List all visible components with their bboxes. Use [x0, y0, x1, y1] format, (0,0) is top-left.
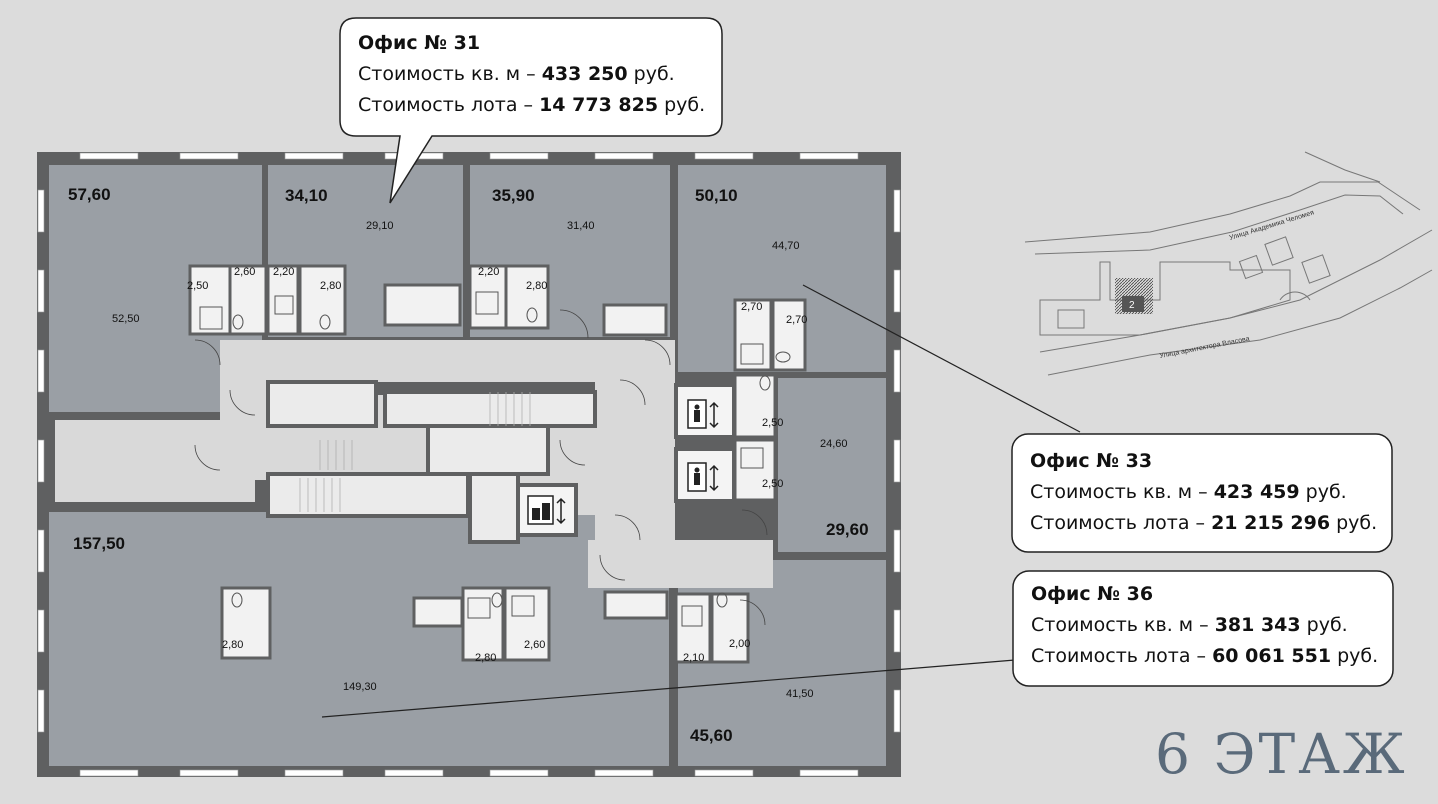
wc-area-label: 2,20 — [478, 266, 499, 278]
office-31-info: Офис № 31 Стоимость кв. м – 433 250 руб.… — [358, 28, 705, 121]
office-rooms — [49, 165, 886, 766]
building-number: 2 — [1129, 300, 1135, 311]
wc-area-label: 2,50 — [762, 417, 783, 429]
wc-area-label: 2,70 — [741, 301, 762, 313]
office-area-label: 50,10 — [695, 186, 738, 205]
office-157-50 — [49, 512, 669, 766]
wc-area-label: 2,60 — [234, 266, 255, 278]
street-label: Улица Академика Челомея — [1229, 209, 1316, 242]
leader-lines — [321, 284, 1081, 718]
callout-bubble-36 — [1012, 570, 1394, 687]
room-area-label: 29,10 — [366, 220, 394, 232]
wc-area-label: 2,80 — [475, 652, 496, 664]
room-area-label: 44,70 — [772, 240, 800, 252]
office-area-label: 35,90 — [492, 186, 535, 205]
room-area-label: 149,30 — [343, 681, 377, 693]
wc-area-label: 2,50 — [762, 478, 783, 490]
stair-core — [266, 380, 597, 544]
wc-area-label: 2,60 — [524, 639, 545, 651]
office-title: Офис № 36 — [1031, 583, 1154, 605]
lot-price: Стоимость лота – 14 773 825 руб. — [358, 94, 706, 116]
windows — [37, 152, 901, 777]
doors — [194, 309, 768, 626]
wc-area-label: 2,80 — [320, 280, 341, 292]
lot-price: Стоимость лота – 21 215 296 руб. — [1030, 512, 1378, 534]
office-title: Офис № 31 — [358, 32, 481, 54]
room-area-label: 24,60 — [820, 438, 848, 450]
wc-area-label: 2,70 — [786, 314, 807, 326]
wc-area-label: 2,80 — [526, 280, 547, 292]
wc-area-label: 2,80 — [222, 639, 243, 651]
wc-area-label: 2,20 — [273, 266, 294, 278]
room-area-label: 31,40 — [567, 220, 595, 232]
office-29-60 — [778, 378, 886, 552]
target-building: 2 — [1115, 278, 1153, 314]
office-33-info: Офис № 33 Стоимость кв. м – 423 459 руб.… — [1030, 446, 1377, 539]
office-area-label: 57,60 — [68, 185, 111, 204]
office-area-label: 157,50 — [73, 534, 125, 553]
floor-title: 6 ЭТАЖ — [1155, 722, 1408, 786]
wc-area-label: 2,10 — [683, 652, 704, 664]
price-per-sqm: Стоимость кв. м – 423 459 руб. — [1030, 481, 1347, 503]
room-area-label: 52,50 — [112, 313, 140, 325]
location-map — [1024, 151, 1433, 376]
wc-area-label: 2,00 — [729, 638, 750, 650]
wc-blocks — [188, 264, 807, 664]
price-per-sqm: Стоимость кв. м – 381 343 руб. — [1031, 614, 1348, 636]
stair-steps — [299, 392, 531, 512]
lot-price: Стоимость лота – 60 061 551 руб. — [1031, 645, 1379, 667]
callout-bubble-33 — [1011, 433, 1393, 553]
passenger-elevator-icon — [687, 462, 719, 492]
office-36-info: Офис № 36 Стоимость кв. м – 381 343 руб.… — [1031, 579, 1378, 672]
street-label: Улица архитектора Власова — [1159, 336, 1250, 360]
price-per-sqm: Стоимость кв. м – 433 250 руб. — [358, 63, 675, 85]
sanitary-fixtures — [199, 291, 791, 627]
wc-area-label: 2,50 — [187, 280, 208, 292]
freight-elevator-icon — [527, 495, 566, 525]
office-area-label: 29,60 — [826, 520, 869, 539]
office-title: Офис № 33 — [1030, 450, 1153, 472]
passenger-elevator-icon — [687, 399, 719, 429]
room-area-label: 41,50 — [786, 688, 814, 700]
office-area-label: 45,60 — [690, 726, 733, 745]
office-area-label: 34,10 — [285, 186, 328, 205]
callout-bubble-31 — [339, 17, 723, 204]
